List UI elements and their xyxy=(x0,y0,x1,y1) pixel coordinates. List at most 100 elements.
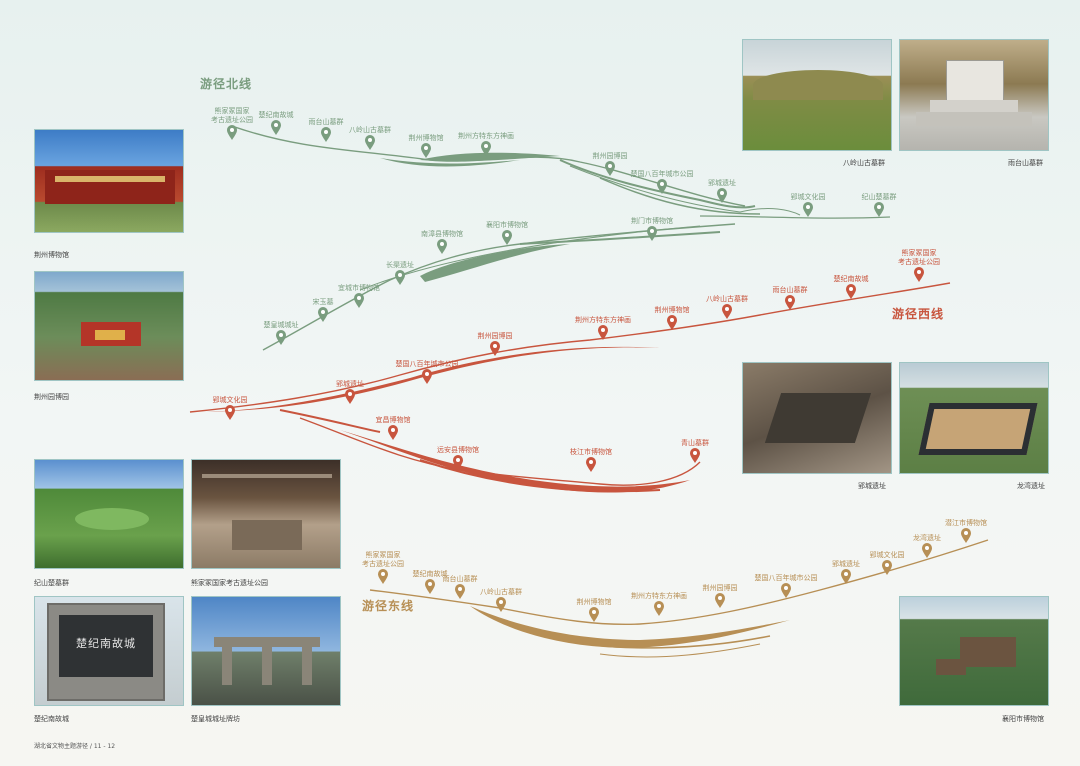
map-pin-icon xyxy=(317,306,328,322)
north-stop-2: 楚纪南故城 xyxy=(259,110,294,135)
map-pin-icon xyxy=(841,569,851,584)
map-pin-icon xyxy=(914,267,924,282)
map-pin-icon xyxy=(365,135,375,150)
west-stop-b4: 青山墓群 xyxy=(681,438,709,463)
north-stop-10: 郢城文化园 xyxy=(791,192,826,217)
map-pin-icon xyxy=(717,188,727,203)
museum-aerial-photo xyxy=(899,596,1049,706)
map-pin-icon xyxy=(496,597,506,612)
north-stop-b3: 宜城市博物馆 xyxy=(338,283,380,308)
pin-label: 郢城文化园 xyxy=(791,192,826,201)
north-stop-b5: 南漳县博物馆 xyxy=(421,229,463,254)
map-pin-icon xyxy=(455,584,465,599)
photo-caption-1: 荆州博物馆 xyxy=(34,251,69,259)
pin-label: 楚国八百年城市公园 xyxy=(755,573,818,582)
west-stop-9: 楚纪南故城 xyxy=(834,274,869,299)
photo-caption-11: 襄阳市博物馆 xyxy=(1002,715,1044,723)
map-pin-icon xyxy=(586,457,596,472)
west-stop-3: 楚国八百年城市公园 xyxy=(396,359,459,384)
west-route-title: 游径西线 xyxy=(892,306,944,321)
pin-label: 楚皇城城址 xyxy=(264,320,299,329)
pin-label: 荆州园博园 xyxy=(703,583,738,592)
map-pin-icon xyxy=(715,593,725,608)
gateway-photo xyxy=(191,596,341,706)
west-stop-b1: 宜昌博物馆 xyxy=(376,415,411,440)
east-stop-4: 八岭山古墓群 xyxy=(480,587,522,612)
courtyard-aerial-photo xyxy=(899,362,1049,474)
pin-label: 荆州博物馆 xyxy=(577,597,612,606)
map-pin-icon xyxy=(422,369,432,384)
pin-label: 纪山楚墓群 xyxy=(862,192,897,201)
pin-label: 八岭山古墓群 xyxy=(706,294,748,303)
east-stop-12: 潜江市博物馆 xyxy=(945,518,987,543)
map-pin-icon xyxy=(354,293,364,308)
west-stop-b3: 枝江市博物馆 xyxy=(570,447,612,472)
east-route-title: 游径东线 xyxy=(362,598,414,613)
pin-label: 熊家冢国家 xyxy=(366,550,401,559)
north-stop-b7: 荆门市博物馆 xyxy=(631,216,673,241)
pin-label: 熊家冢国家 xyxy=(902,248,937,257)
pin-label: 宜城市博物馆 xyxy=(338,283,380,292)
pin-label: 宜昌博物馆 xyxy=(376,415,411,424)
map-pin-icon xyxy=(647,226,657,241)
north-stop-5: 荆州博物馆 xyxy=(409,133,444,158)
map-pin-icon xyxy=(803,202,813,217)
map-pin-icon xyxy=(345,389,355,404)
pin-label: 雨台山墓群 xyxy=(309,117,344,126)
pin-label: 荆州园博园 xyxy=(478,331,513,340)
photo-caption-9: 郢城遗址 xyxy=(858,482,886,490)
photo-caption-6: 楚皇城城址牌坊 xyxy=(191,715,240,723)
map-pin-icon xyxy=(605,161,615,176)
park-aerial-photo xyxy=(34,271,184,381)
map-pin-icon xyxy=(598,325,608,340)
map-pin-icon xyxy=(781,583,791,598)
map-pin-icon xyxy=(425,579,435,594)
map-pin-icon xyxy=(276,330,286,345)
pin-label: 熊家冢国家 xyxy=(215,106,250,115)
map-pin-icon xyxy=(690,448,700,463)
north-stop-4: 八岭山古墓群 xyxy=(349,125,391,150)
photo-caption-5: 楚纪南故城 xyxy=(34,715,69,723)
map-pin-icon xyxy=(453,455,463,470)
north-stop-b4: 长渠遗址 xyxy=(386,260,414,285)
route-pins: 熊家冢国家考古遗址公园楚纪南故城雨台山墓群八岭山古墓群荆州博物馆荆州方特东方神画… xyxy=(211,106,987,622)
map-pin-icon xyxy=(846,284,856,299)
map-pin-icon xyxy=(654,601,664,616)
west-stop-8: 雨台山墓群 xyxy=(773,285,808,310)
west-stop-7: 八岭山古墓群 xyxy=(706,294,748,319)
pin-label: 荆州方特东方神画 xyxy=(575,315,631,324)
pin-label: 郢城遗址 xyxy=(336,379,364,388)
map-pin-icon xyxy=(490,341,500,356)
pin-label: 枝江市博物馆 xyxy=(570,447,612,456)
tomb-field-photo xyxy=(34,459,184,569)
excavation-pit-photo xyxy=(742,362,892,474)
north-stop-9: 郢城遗址 xyxy=(708,178,736,203)
map-pin-icon xyxy=(589,607,599,622)
pin-label: 楚纪南故城 xyxy=(413,569,448,578)
map-pin-icon xyxy=(722,304,732,319)
east-stop-11: 龙湾遗址 xyxy=(913,533,941,558)
north-stop-7: 荆州园博园 xyxy=(593,151,628,176)
west-stop-1: 郢城文化园 xyxy=(213,395,248,420)
pin-label: 郢城文化园 xyxy=(213,395,248,404)
west-stop-10: 熊家冢国家考古遗址公园 xyxy=(898,248,940,282)
pin-label: 远安县博物馆 xyxy=(437,445,479,454)
museum-photo xyxy=(34,129,184,233)
north-stop-b2: 宋玉墓 xyxy=(313,297,334,322)
excavation-hall-photo xyxy=(191,459,341,569)
stele-inscription: 楚纪南故城 xyxy=(76,637,136,650)
north-stop-11: 纪山楚墓群 xyxy=(862,192,897,217)
east-stop-6: 荆州方特东方神画 xyxy=(631,591,687,616)
map-pin-icon xyxy=(502,230,512,245)
pin-label: 长渠遗址 xyxy=(386,260,414,269)
east-stop-9: 郢城遗址 xyxy=(832,559,860,584)
pin-label: 荆门市博物馆 xyxy=(631,216,673,225)
pin-label: 荆州博物馆 xyxy=(409,133,444,142)
photo-caption-3: 纪山楚墓群 xyxy=(34,579,69,587)
pin-label: 雨台山墓群 xyxy=(773,285,808,294)
pin-label: 八岭山古墓群 xyxy=(480,587,522,596)
pin-label: 潜江市博物馆 xyxy=(945,518,987,527)
map-pin-icon xyxy=(227,125,237,140)
page-footer: 湖北省文物主题游径 / 11 - 12 xyxy=(34,743,116,750)
pin-label: 雨台山墓群 xyxy=(443,574,478,583)
